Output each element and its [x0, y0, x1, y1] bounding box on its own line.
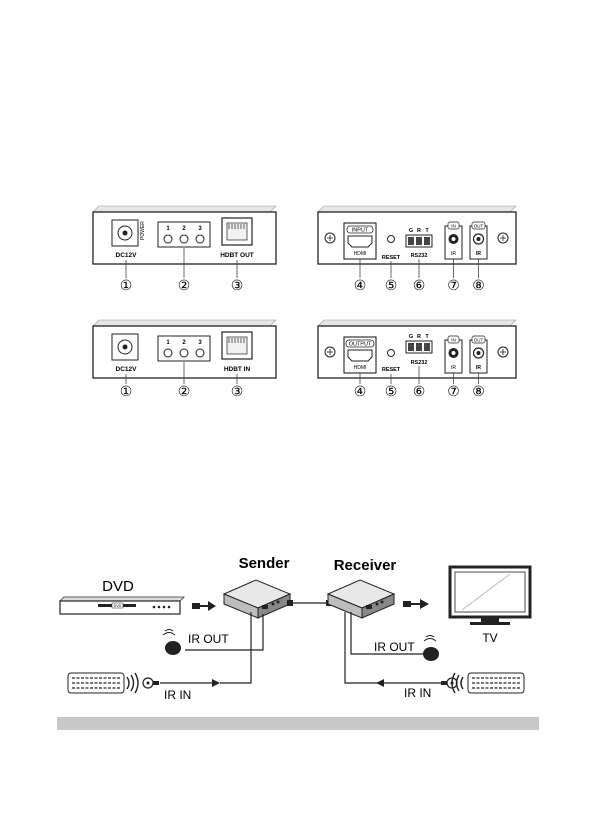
port-label: HDBT OUT: [220, 252, 254, 259]
ir-out-label: IR: [476, 365, 481, 371]
rs232-label: RS232: [411, 360, 428, 366]
callout-number: ①: [120, 383, 133, 399]
ir-out-tag: OUT: [474, 338, 484, 343]
callout-number: ⑤: [385, 383, 398, 399]
connection-diagram: DVD DVD Sender IR OUT IR IN: [0, 540, 596, 710]
tv-icon: [450, 567, 530, 625]
ir-emitter-icon: [423, 647, 439, 661]
callout-number: ②: [178, 277, 191, 293]
ir-receiver-icon: [441, 678, 457, 688]
ir-in-cable: [220, 612, 251, 683]
port-label: HDBT IN: [224, 366, 251, 373]
receiver-back-panel: OUTPUT HDMI RESET G R T RS232 IN IR OUT …: [318, 320, 516, 399]
receiver-label: Receiver: [334, 557, 397, 574]
panel-diagrams: POWER DC12V 1 2 3 HDBT OUT ① ② ③ INPUT H…: [0, 0, 596, 420]
callout-number: ①: [120, 277, 133, 293]
hdmi-label: HDMI: [354, 365, 367, 371]
footer-divider: [57, 717, 539, 730]
dc-label: DC12V: [116, 366, 138, 373]
reset-label: RESET: [382, 367, 401, 373]
hdmi-arrow: [403, 599, 429, 609]
ir-out-label: IR: [476, 251, 481, 257]
callout-number: ⑧: [472, 383, 485, 399]
callout-number: ⑥: [413, 383, 426, 399]
ir-in-tag: IN: [451, 338, 456, 343]
reset-label: RESET: [382, 255, 401, 261]
ir-in-label: IR: [451, 365, 456, 371]
hdmi-port-icon: [348, 350, 372, 361]
callout-number: ②: [178, 383, 191, 399]
dvd-label: DVD: [102, 578, 134, 595]
rs232-pin: R: [417, 334, 421, 340]
ir-in-cable: [345, 612, 360, 683]
power-side-label: POWER: [140, 221, 146, 240]
dvd-badge: DVD: [114, 604, 122, 608]
callout-number: ⑦: [447, 383, 460, 399]
sender-device-icon: [224, 580, 290, 618]
rs232-label: RS232: [411, 253, 428, 259]
ir-emitter-icon: [165, 641, 181, 655]
callout-number: ⑤: [385, 277, 398, 293]
sender-front-panel: POWER DC12V 1 2 3 HDBT OUT ① ② ③: [93, 206, 276, 293]
receiver-front-panel: DC12V 1 2 3 HDBT IN ① ② ③: [93, 320, 276, 399]
rs232-pin: G: [409, 228, 413, 234]
sender-back-panel: INPUT HDMI RESET G R T RS232 IN IR OUT I…: [318, 206, 516, 293]
receiver-device-icon: [328, 580, 394, 618]
hdmi-tag: OUTPUT: [349, 342, 372, 348]
hdmi-label: HDMI: [354, 251, 367, 257]
ir-receiver-icon: [143, 678, 159, 688]
tv-label: TV: [482, 631, 497, 645]
dvd-player-icon: DVD: [60, 597, 184, 614]
remote-control-icon: [452, 673, 524, 693]
sender-ir-in-label: IR IN: [164, 688, 191, 702]
sender-ir-out-label: IR OUT: [188, 632, 229, 646]
hdmi-tag: INPUT: [352, 228, 369, 234]
rs232-pin: G: [409, 334, 413, 340]
ir-in-label: IR: [451, 251, 456, 257]
rs232-pin: R: [417, 228, 421, 234]
sender-label: Sender: [239, 555, 290, 572]
callout-number: ⑦: [447, 277, 460, 293]
callout-number: ④: [354, 383, 367, 399]
callout-number: ④: [354, 277, 367, 293]
receiver-ir-out-label: IR OUT: [374, 640, 415, 654]
callout-number: ⑥: [413, 277, 426, 293]
hdmi-port-icon: [348, 236, 372, 247]
remote-control-icon: [68, 673, 138, 693]
hdmi-arrow: [192, 601, 216, 611]
dc-label: DC12V: [116, 252, 138, 259]
callout-number: ③: [231, 383, 244, 399]
ir-in-tag: IN: [451, 224, 456, 229]
callout-number: ⑧: [472, 277, 485, 293]
callout-number: ③: [231, 277, 244, 293]
ir-out-tag: OUT: [474, 224, 484, 229]
receiver-ir-in-label: IR IN: [404, 686, 431, 700]
